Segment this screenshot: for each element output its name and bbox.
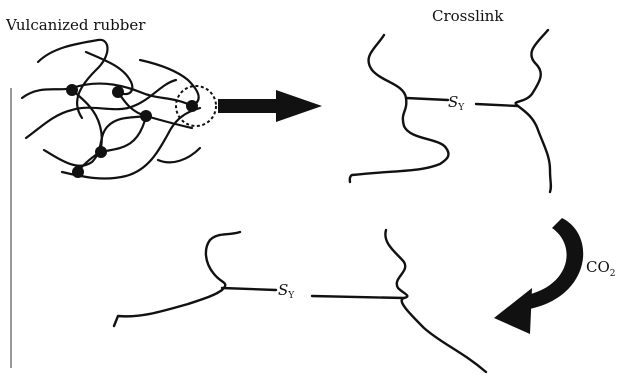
sulfur-bridge-left [220,286,278,292]
crosslink-dots [66,84,198,178]
crosslink-dot [186,100,198,112]
sulfur-bridge-right [474,102,520,108]
title-crosslink: Crosslink [432,7,504,25]
left-chain [348,33,450,184]
sulfur-label-top: SY [448,93,465,113]
polymer-chain [84,50,134,96]
polymer-chain [36,38,109,120]
left-chain [112,230,242,328]
right-chain [384,228,488,374]
crosslink-dot [95,146,107,158]
crosslink-dot [140,110,152,122]
sulfur-bridge-right [310,294,406,300]
right-chain [514,28,553,194]
crosslink-dot [72,166,84,178]
polymer-chain [20,82,194,108]
sulfur-label-bottom: SY [278,281,295,301]
vulcanized-rubber-network [20,38,202,180]
sulfur-bridge-left [404,96,450,102]
polymer-chain [24,78,178,140]
crosslink-dot [66,84,78,96]
polymer-chain [156,146,202,164]
co2-curved-arrow [494,218,584,334]
crosslink-dot [112,86,124,98]
polymer-chain [138,58,200,108]
polymer-chain [60,106,202,180]
zoom-arrow [218,90,322,122]
co2-label: CO2 [586,258,616,279]
title-vulcanized-rubber: Vulcanized rubber [5,16,146,34]
zoom-circle [175,85,217,127]
crosslink-detail-top [348,28,553,194]
polymer-chain [99,114,148,154]
polymer-chain [42,114,148,167]
crosslink-broken-bottom [112,228,488,374]
